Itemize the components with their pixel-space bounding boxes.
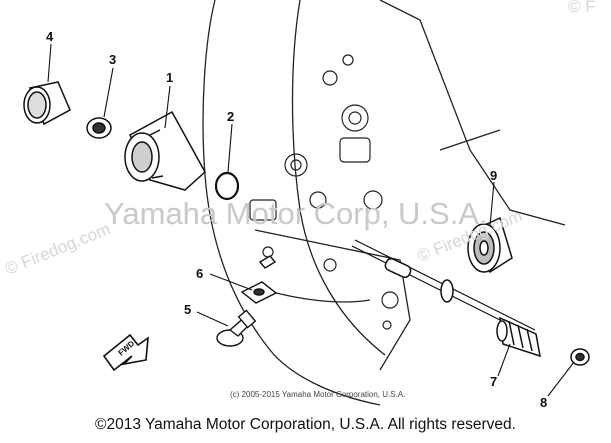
- part-6-gasket: [240, 255, 278, 304]
- part-8-washer: [570, 348, 590, 366]
- part-9-seal: [467, 216, 513, 274]
- parts-diagram: FWD 1 2 3 4 5 6 7 8 9 © F © Firedog.com …: [2, 0, 596, 410]
- part-4-plug: [23, 81, 71, 126]
- part-7-shaft: [351, 239, 541, 358]
- leader-lines: [47, 43, 575, 397]
- part-2-oring: [214, 171, 240, 201]
- callout-1: 1: [166, 70, 173, 85]
- part-5-bolt: [216, 309, 257, 347]
- fwd-arrow: FWD: [102, 333, 149, 372]
- callout-3: 3: [109, 52, 116, 67]
- watermark-site-left: © Firedog.com: [2, 219, 113, 278]
- watermark-site-top-right: © F: [568, 0, 596, 16]
- callout-2: 2: [227, 109, 234, 124]
- inner-copyright: (c) 2005-2015 Yamaha Motor Corporation, …: [230, 390, 405, 399]
- callout-4: 4: [46, 29, 54, 44]
- part-3-washer: [86, 117, 112, 139]
- callout-6: 6: [196, 266, 203, 281]
- watermark-main: Yamaha Motor Corp, U.S.A.: [104, 196, 488, 231]
- casting-bosses: [249, 54, 399, 330]
- footer-copyright: ©2013 Yamaha Motor Corporation, U.S.A. A…: [95, 416, 516, 433]
- callout-9: 9: [490, 168, 497, 183]
- callout-5: 5: [184, 302, 191, 317]
- part-1-sleeve: [124, 110, 206, 191]
- callout-8: 8: [540, 395, 547, 410]
- crankcase-outline: [202, 0, 566, 406]
- callout-7: 7: [490, 374, 497, 389]
